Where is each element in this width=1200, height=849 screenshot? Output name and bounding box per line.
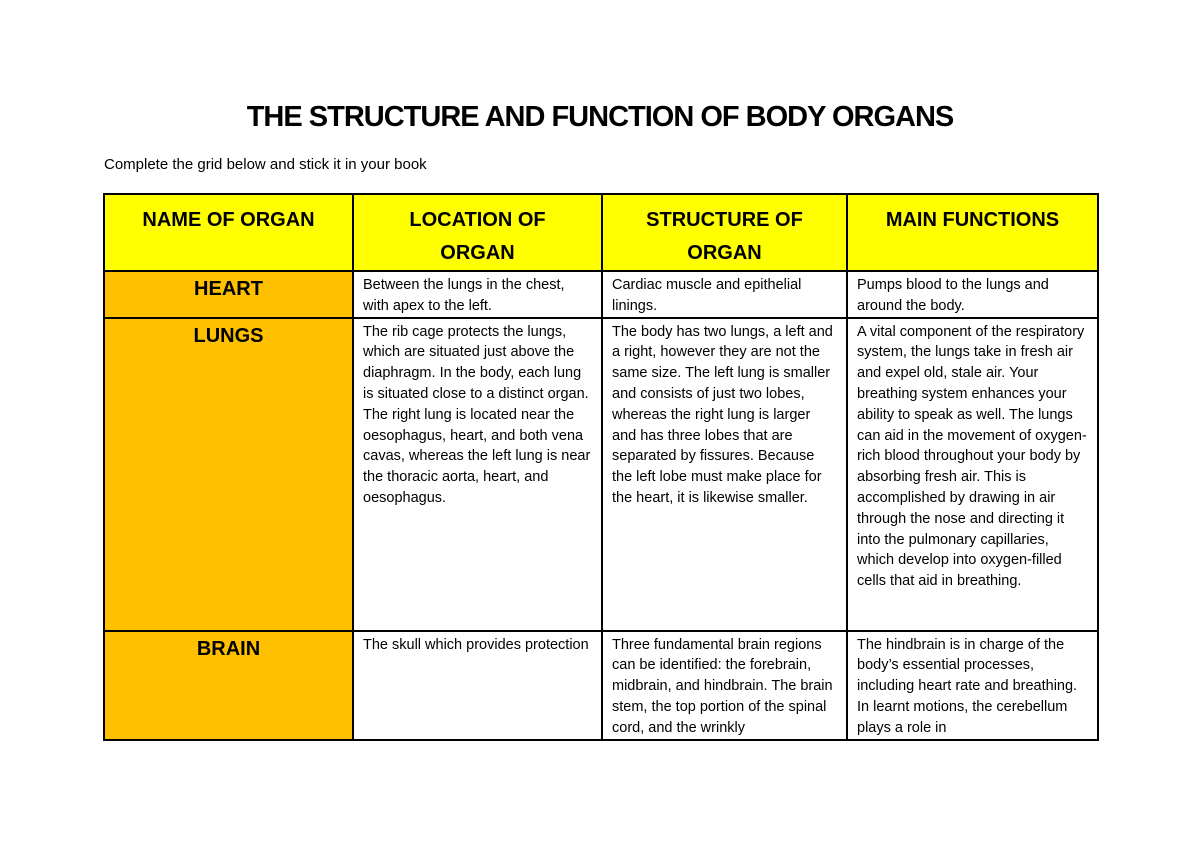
header-structure-of-organ: STRUCTURE OF ORGAN <box>601 193 848 272</box>
table-row: BRAIN The skull which provides protectio… <box>103 629 1099 741</box>
page-subtitle: Complete the grid below and stick it in … <box>104 156 427 173</box>
organ-name-cell: LUNGS <box>103 316 354 632</box>
location-cell: The rib cage protects the lungs, which a… <box>352 316 603 632</box>
table-row: LUNGS The rib cage protects the lungs, w… <box>103 316 1099 632</box>
page-title: THE STRUCTURE AND FUNCTION OF BODY ORGAN… <box>246 101 955 133</box>
location-cell: Between the lungs in the chest, with ape… <box>352 270 603 319</box>
structure-cell: Three fundamental brain regions can be i… <box>601 629 848 741</box>
table-header-row: NAME OF ORGAN LOCATION OF ORGAN STRUCTUR… <box>103 193 1099 272</box>
functions-cell: The hindbrain is in charge of the body’s… <box>846 629 1099 741</box>
functions-cell: A vital component of the respiratory sys… <box>846 316 1099 632</box>
header-location-of-organ: LOCATION OF ORGAN <box>352 193 603 272</box>
header-main-functions: MAIN FUNCTIONS <box>846 193 1099 272</box>
table-row: HEART Between the lungs in the chest, wi… <box>103 270 1099 319</box>
header-name-of-organ: NAME OF ORGAN <box>103 193 354 272</box>
structure-cell: The body has two lungs, a left and a rig… <box>601 316 848 632</box>
body-organs-table: NAME OF ORGAN LOCATION OF ORGAN STRUCTUR… <box>103 193 1099 741</box>
organ-name-cell: BRAIN <box>103 629 354 741</box>
location-cell: The skull which provides protection <box>352 629 603 741</box>
functions-cell: Pumps blood to the lungs and around the … <box>846 270 1099 319</box>
organ-name-cell: HEART <box>103 270 354 319</box>
structure-cell: Cardiac muscle and epithelial linings. <box>601 270 848 319</box>
